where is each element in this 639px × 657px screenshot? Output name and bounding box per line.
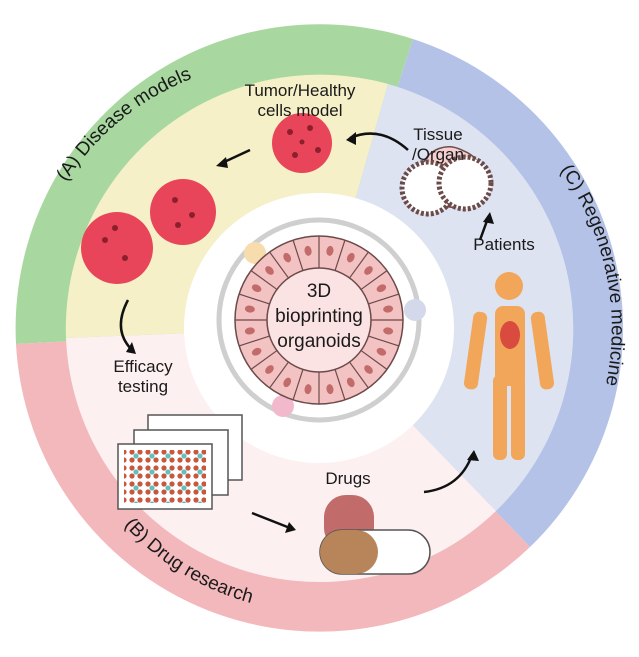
organoid-cell-nucleus	[383, 327, 394, 335]
organoid-cell-nucleus	[326, 245, 334, 256]
capsules-icon	[319, 495, 431, 575]
tissue-label-line2: /Organ	[412, 145, 464, 164]
human-body-icon	[463, 272, 555, 460]
tumor-cell-icon	[272, 113, 332, 173]
organoid-cell-divider	[368, 335, 400, 347]
center-label-line2: bioprinting	[275, 306, 363, 327]
organoid-cell-nucleus	[304, 245, 312, 256]
drugs-label: Drugs	[325, 469, 370, 488]
organoid-cell-nucleus	[376, 284, 387, 293]
tumor-label-line2: cells model	[257, 101, 342, 120]
organoid-cell-nucleus	[346, 377, 355, 388]
efficacy-label-line2: testing	[118, 377, 168, 396]
dividing-cells-icon	[81, 179, 216, 284]
dot-drug	[272, 395, 294, 417]
tissue-label-line1: Tissue	[413, 125, 462, 144]
organoid-cell-nucleus	[265, 266, 274, 275]
well-plates-icon	[117, 414, 243, 510]
efficacy-label-line1: Efficacy	[113, 357, 173, 376]
organoid-cell-nucleus	[283, 377, 292, 388]
center-label-line1: 3D	[307, 281, 331, 302]
organoid-cell-nucleus	[376, 347, 387, 356]
organoid-cell-divider	[292, 369, 304, 401]
arrow-heads	[126, 132, 494, 533]
tumor-label-line1: Tumor/Healthy	[245, 81, 356, 100]
dot-disease	[244, 242, 266, 264]
organoid-cell-nucleus	[326, 384, 334, 395]
organoid-cell-nucleus	[251, 284, 262, 293]
tissue-organ-icon	[399, 146, 494, 217]
organoid-cell-divider	[292, 239, 304, 271]
organoid-cell-nucleus	[304, 384, 312, 395]
organoid-cell-divider	[269, 361, 289, 389]
organoid-cell-nucleus	[346, 252, 355, 263]
patients-label: Patients	[473, 235, 534, 254]
dot-regenerative	[404, 299, 426, 321]
organoid-cell-nucleus	[244, 305, 255, 313]
organoid-cell-divider	[238, 335, 270, 347]
organoid-cell-divider	[238, 293, 270, 305]
organoid-cell-divider	[334, 239, 346, 271]
organoid-cell-divider	[250, 270, 278, 290]
organoid-cell-nucleus	[244, 327, 255, 335]
organoid-cell-nucleus	[364, 266, 373, 275]
organoid-illustration	[234, 235, 404, 405]
organoid-cell-divider	[360, 350, 388, 370]
organoid-cell-divider	[269, 251, 289, 279]
organoid-cell-divider	[368, 293, 400, 305]
organoid-cell-divider	[349, 251, 369, 279]
organoid-cell-nucleus	[383, 305, 394, 313]
organoid-cell-divider	[360, 270, 388, 290]
organoid-cell-divider	[334, 369, 346, 401]
organoid-cell-divider	[250, 350, 278, 370]
organoid-cell-nucleus	[251, 347, 262, 356]
center-label-line3: organoids	[277, 331, 360, 352]
organoid-cell-nucleus	[283, 252, 292, 263]
organoid-cell-divider	[349, 361, 369, 389]
organoid-cell-nucleus	[364, 365, 373, 374]
organoid-cell-nucleus	[265, 365, 274, 374]
